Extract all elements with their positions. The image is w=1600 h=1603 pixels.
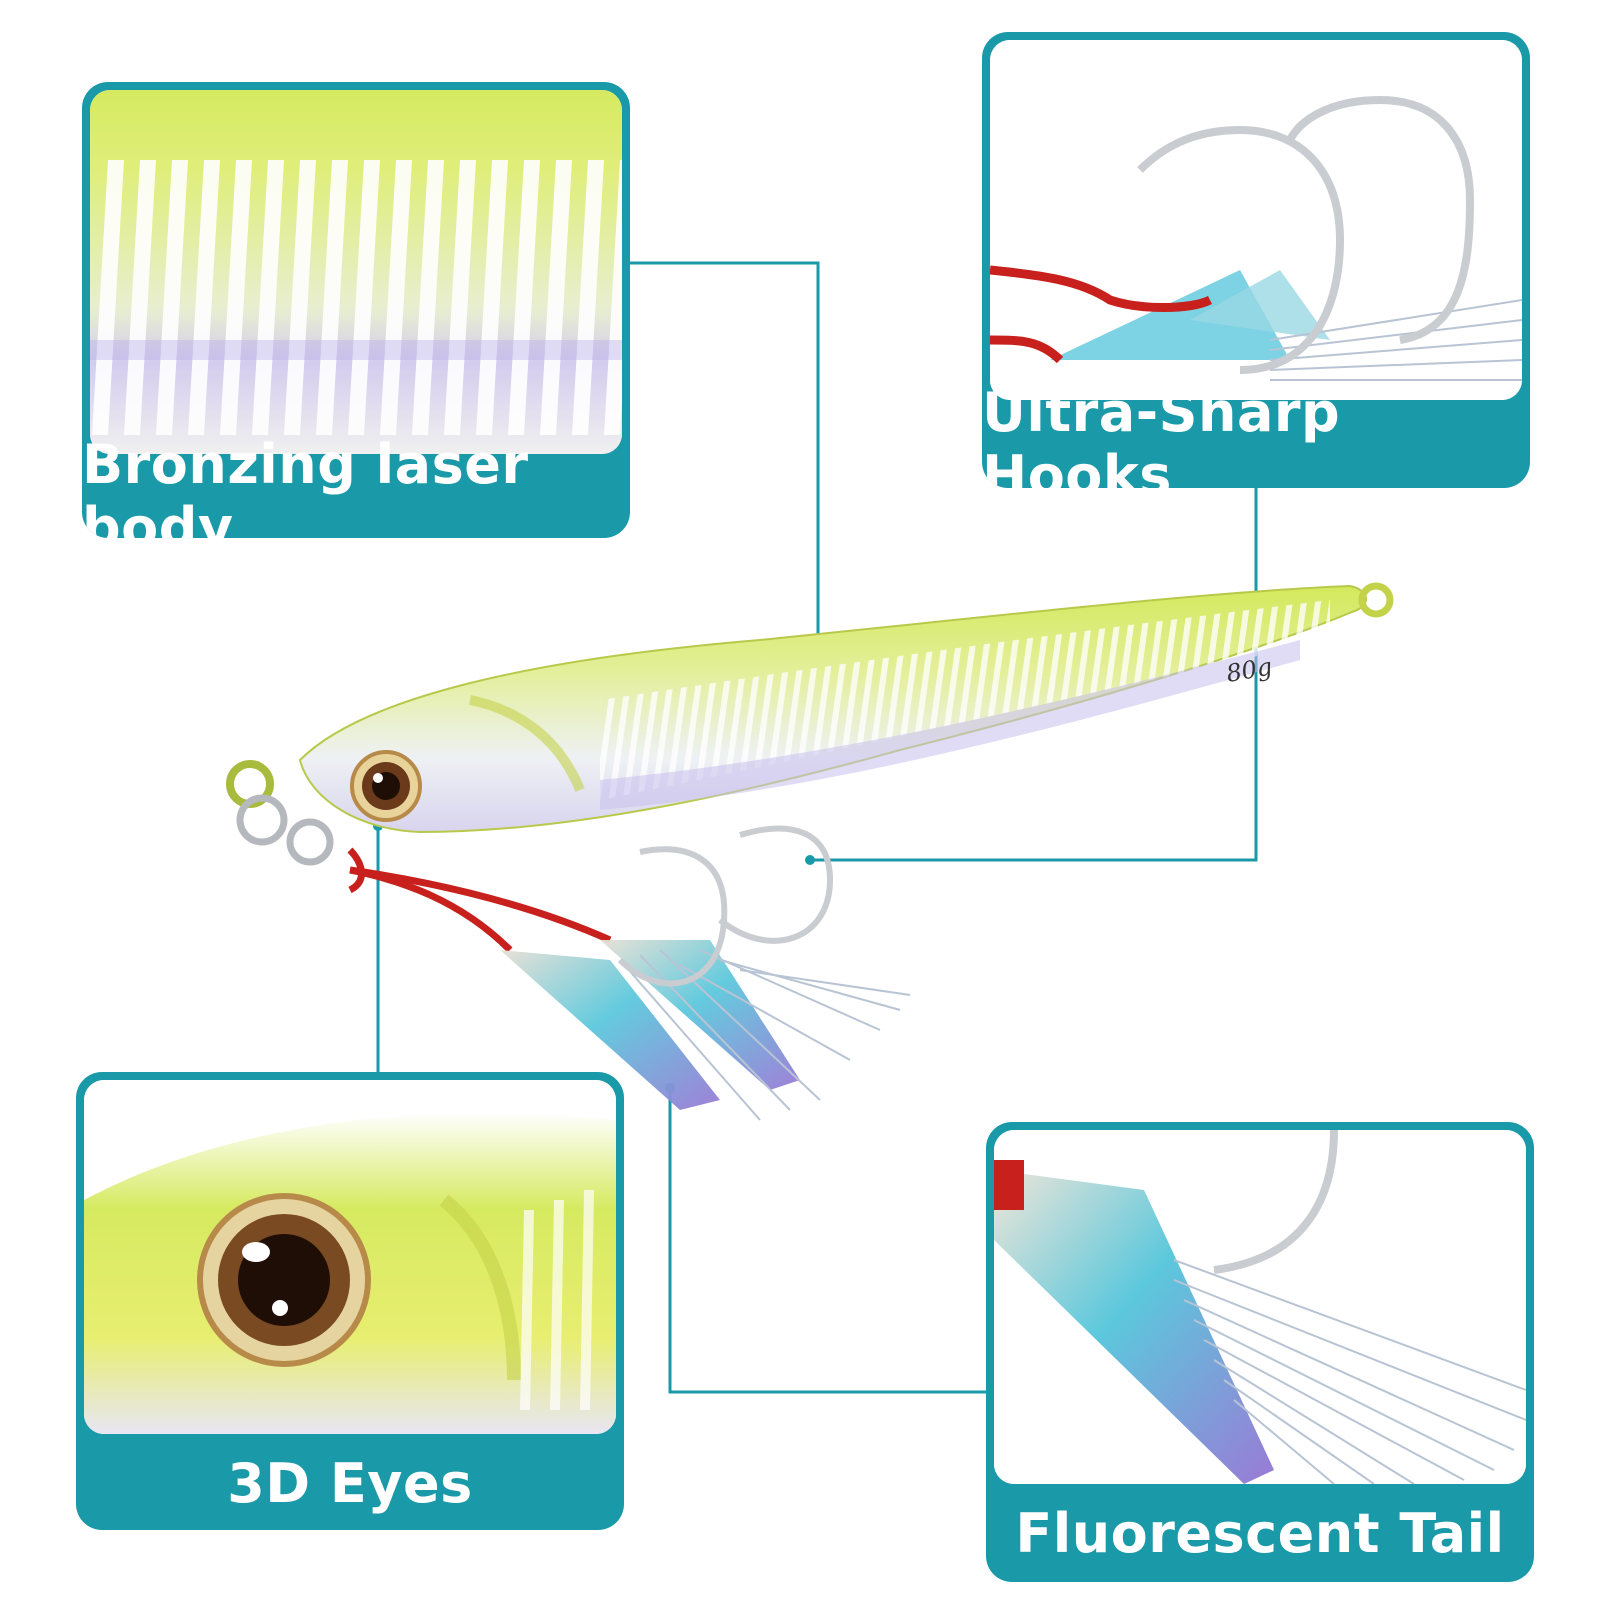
tail-fibers <box>1173 1259 1526 1484</box>
eyes-closeup <box>84 1080 616 1434</box>
hooks-icon <box>617 825 834 987</box>
assist-cords <box>347 847 612 953</box>
split-rings <box>236 794 334 866</box>
caption-fluorescent-tail: Fluorescent Tail <box>1015 1501 1505 1565</box>
tail-closeup <box>994 1130 1526 1484</box>
caption-bronzing-laser-body: Bronzing laser body <box>82 433 529 538</box>
callout-bronzing-laser-body: Bronzing laser body <box>82 82 630 538</box>
callout-3d-eyes: 3D Eyes <box>76 1072 624 1530</box>
hooks-closeup <box>990 40 1522 400</box>
photo-tail <box>994 1130 1526 1484</box>
leader-dot-hooks <box>805 855 815 865</box>
caption-ultra-sharp-hooks: Ultra-Sharp Hooks <box>982 381 1341 488</box>
eye-closeup-icon <box>197 1193 371 1367</box>
laser-stripes <box>92 160 622 435</box>
laser-body-closeup <box>90 90 622 454</box>
callout-fluorescent-tail: Fluorescent Tail <box>986 1122 1534 1582</box>
hooks-closeup-icon <box>1137 95 1475 374</box>
photo-eyes <box>84 1080 616 1434</box>
cords-closeup <box>990 265 1213 364</box>
callout-ultra-sharp-hooks: Ultra-Sharp Hooks <box>982 32 1530 488</box>
lure-eye-icon <box>350 750 422 822</box>
leader-line-body <box>628 261 820 654</box>
tail-hook-icon <box>1213 1130 1338 1274</box>
caption-3d-eyes: 3D Eyes <box>227 1451 473 1515</box>
lure-body <box>226 582 1394 834</box>
hook-skirts-closeup <box>1050 270 1522 381</box>
photo-hooks <box>990 40 1522 400</box>
leader-line-tail <box>668 1088 986 1394</box>
photo-laser-body <box>90 90 622 454</box>
